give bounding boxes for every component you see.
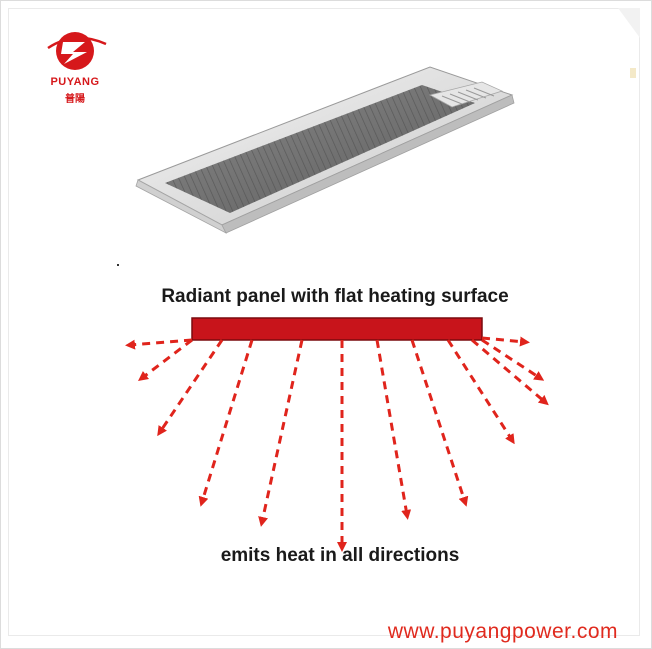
heat-arrow-4 [198, 339, 254, 507]
stray-dot [117, 264, 119, 266]
heat-arrow-9 [446, 339, 515, 445]
lightning-logo-icon [47, 32, 107, 70]
heat-arrow-7 [375, 339, 412, 520]
website-link[interactable]: www.puyangpower.com [387, 620, 618, 643]
heat-arrow-10 [471, 338, 549, 406]
logo-name-cn: 普陽 [65, 94, 85, 105]
glare-decoration [618, 8, 640, 78]
heat-arrow-5 [258, 339, 304, 527]
ceiling-radiant-panel-icon [135, 66, 515, 234]
diagram-caption: emits heat in all directions [220, 545, 460, 566]
heat-arrow-11 [481, 336, 530, 347]
heat-arrow-2 [138, 338, 193, 382]
diagram-title: Radiant panel with flat heating surface [161, 286, 509, 307]
heat-arrow-3 [157, 339, 224, 437]
heating-panel [191, 317, 483, 341]
heat-arrows [125, 336, 549, 552]
logo-name-en: PUYANG [50, 76, 100, 88]
heat-arrow-12 [481, 338, 545, 381]
inner-frame [8, 8, 640, 636]
heat-arrow-1 [125, 338, 193, 350]
heat-arrow-8 [410, 339, 469, 507]
